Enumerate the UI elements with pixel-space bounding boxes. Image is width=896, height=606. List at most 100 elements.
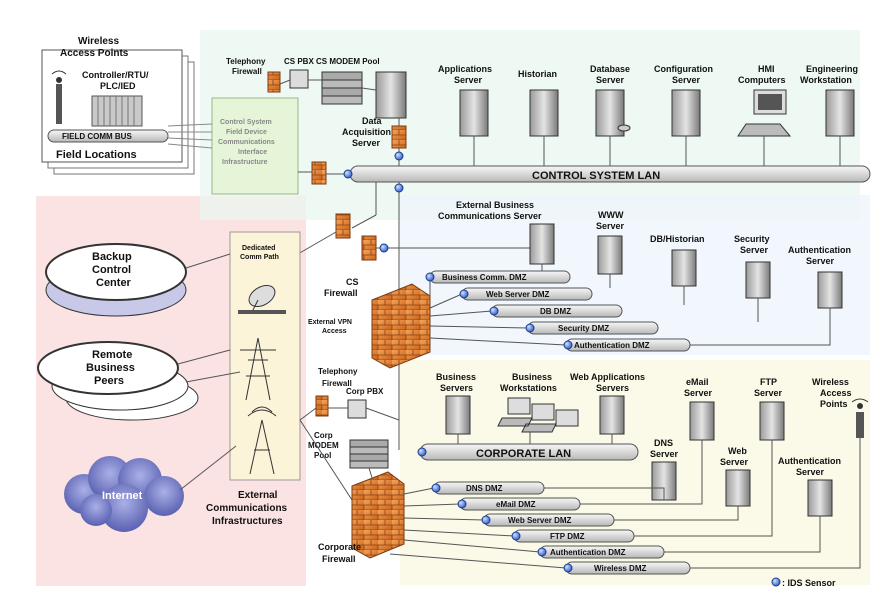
svg-text:eMail DMZ: eMail DMZ <box>496 500 536 509</box>
svg-text:Server: Server <box>454 75 483 85</box>
radio-tower-icon <box>247 406 277 475</box>
ids-sensor-icon <box>417 447 427 457</box>
cs-modem-pool-label: CS MODEM Pool <box>316 57 380 66</box>
configuration-server: Configuration Server <box>654 64 713 166</box>
database-server: Database Server <box>590 64 631 166</box>
ids-sensor-icon <box>563 563 573 573</box>
server-icon <box>459 89 489 137</box>
data-acq-firewall-icon <box>391 125 407 149</box>
svg-text:Authentication DMZ: Authentication DMZ <box>550 548 626 557</box>
field-comm-bus-label: FIELD COMM BUS <box>62 132 132 141</box>
server-icon <box>529 89 559 137</box>
controller-label-1: Controller/RTU/ <box>82 70 149 80</box>
backup-control-center <box>45 243 187 301</box>
svg-text:FTP DMZ: FTP DMZ <box>550 532 585 541</box>
corp-firewall-label-2: Firewall <box>322 554 356 564</box>
ext-bus-label-1: External Business <box>456 200 534 210</box>
cs-telephony-fw-label-2: Firewall <box>232 67 262 76</box>
backup-label-3: Center <box>96 277 132 289</box>
ids-sensor-icon <box>481 515 491 525</box>
svg-text:Business Comm. DMZ: Business Comm. DMZ <box>442 273 527 282</box>
backup-label-1: Backup <box>92 251 132 263</box>
ext-bus-label-2: Communications Server <box>438 211 542 221</box>
security-label-1: Security <box>734 234 770 244</box>
ids-sensor-icon <box>525 323 535 333</box>
svg-text:Server: Server <box>596 75 625 85</box>
web-app-label-2: Servers <box>596 383 629 393</box>
remote-label-3: Peers <box>94 375 124 387</box>
ids-sensor-icon <box>457 499 467 509</box>
web-label-2: Server <box>720 457 749 467</box>
security-label-2: Server <box>740 245 769 255</box>
dmz-auth-server-icon <box>817 271 843 309</box>
svg-text:Engineering: Engineering <box>806 64 858 74</box>
corp-auth-label-1: Authentication <box>778 456 841 466</box>
svg-text:Configuration: Configuration <box>654 64 713 74</box>
dmz-server-links <box>541 264 831 346</box>
cs-firewall-label-1: CS <box>346 277 359 287</box>
corp-wireless-ap-icon <box>851 398 869 438</box>
ext-comm-label-1: External <box>238 490 278 501</box>
biz-ws-label-1: Business <box>512 372 552 382</box>
corp-modem-pool-icon <box>349 439 389 469</box>
vpn-firewall-1-icon <box>335 213 351 239</box>
corp-auth-label-2: Server <box>796 467 825 477</box>
email-server-icon <box>689 401 715 441</box>
svg-text:Computers: Computers <box>738 75 786 85</box>
corporate-lan-label: CORPORATE LAN <box>476 448 571 460</box>
dmz-auth-label-1: Authentication <box>788 245 851 255</box>
interface-label-1: Control System <box>220 119 272 126</box>
external-comm-infra-box <box>229 231 301 481</box>
dedicated-label-1: Dedicated <box>242 245 275 252</box>
svg-text:HMI: HMI <box>758 64 775 74</box>
internet-label: Internet <box>102 490 143 502</box>
biz-workstations-icon <box>497 397 579 433</box>
email-label-2: Server <box>684 388 713 398</box>
ids-sensor-icon <box>425 272 435 282</box>
db-historian-server-icon <box>671 249 697 287</box>
legend-ids-label: : IDS Sensor <box>782 578 836 588</box>
server-icon <box>825 89 855 137</box>
biz-servers-label-2: Servers <box>440 383 473 393</box>
internet-cloud <box>64 456 184 532</box>
biz-server-icon <box>445 395 471 435</box>
interface-label-3: Communications <box>218 139 275 146</box>
ext-comm-label-3: Infrastructures <box>212 516 283 527</box>
ids-sensor-icon <box>511 531 521 541</box>
svg-text:Wireless DMZ: Wireless DMZ <box>594 564 647 573</box>
biz-servers-label-1: Business <box>436 372 476 382</box>
web-label-1: Web <box>728 446 747 456</box>
svg-text:Security DMZ: Security DMZ <box>558 324 609 333</box>
lan-firewall-icon <box>311 161 327 185</box>
corp-telephony-label-2: Firewall <box>322 379 352 388</box>
database-icon <box>617 124 631 132</box>
svg-text:Web Server DMZ: Web Server DMZ <box>508 516 572 525</box>
cs-firewall-label-2: Firewall <box>324 288 358 298</box>
remote-links <box>177 349 241 383</box>
ids-sensor-icon <box>489 306 499 316</box>
svg-text:DB DMZ: DB DMZ <box>540 307 571 316</box>
satellite-dish-icon <box>238 285 286 314</box>
ids-sensor-icon <box>431 483 441 493</box>
corp-modem-label-1: Corp <box>314 431 333 440</box>
remote-label-1: Remote <box>92 349 132 361</box>
control-system-lan-label: CONTROL SYSTEM LAN <box>532 170 660 182</box>
dns-label-1: DNS <box>654 438 673 448</box>
corp-firewall-link <box>299 419 353 501</box>
dns-label-2: Server <box>650 449 679 459</box>
ids-sensor-icon <box>394 183 404 193</box>
plc-rack-icon <box>91 95 143 127</box>
web-app-label-1: Web Applications <box>570 372 645 382</box>
corp-pbx-label: Corp PBX <box>346 387 384 396</box>
cs-pbx-label: CS PBX <box>284 57 314 66</box>
corp-pbx-icon <box>347 399 367 419</box>
svg-text:Historian: Historian <box>518 69 557 79</box>
remote-label-2: Business <box>86 362 135 374</box>
ids-sensor-icon <box>459 289 469 299</box>
dedicated-label-2: Comm Path <box>240 254 279 261</box>
wireless-label-2: Access Points <box>60 48 129 59</box>
corp-server-dmz-links <box>544 438 861 569</box>
svg-text:Database: Database <box>590 64 630 74</box>
engineering-workstation: Engineering Workstation <box>800 64 858 166</box>
